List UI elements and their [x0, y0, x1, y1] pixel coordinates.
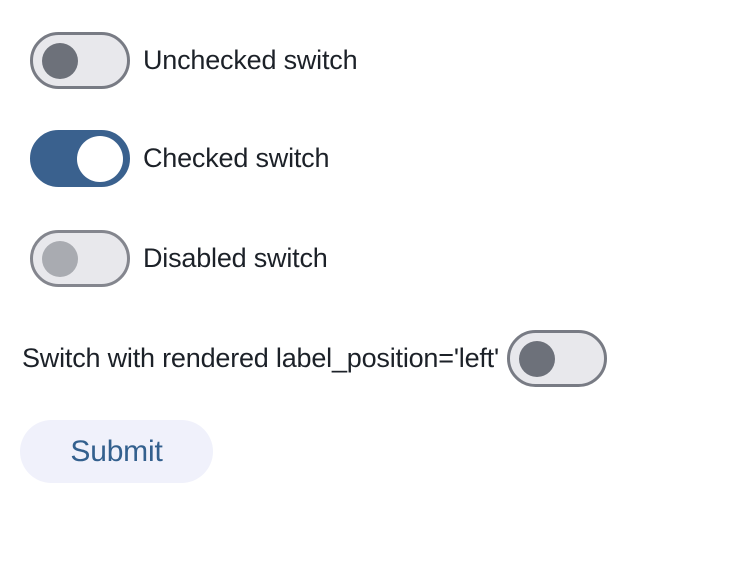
- disabled-switch-label: Disabled switch: [143, 243, 328, 274]
- switch-thumb-icon: [42, 42, 78, 79]
- checked-switch-toggle[interactable]: [30, 130, 130, 187]
- submit-row: Submit: [20, 420, 730, 483]
- label-left-switch-row: Switch with rendered label_position='lef…: [22, 330, 730, 387]
- unchecked-switch-row: Unchecked switch: [30, 32, 730, 89]
- checked-switch-label: Checked switch: [143, 143, 330, 174]
- switch-thumb-icon: [42, 240, 78, 277]
- switch-thumb-icon: [518, 340, 555, 377]
- switch-thumb-icon: [77, 135, 123, 182]
- switch-demo-page: Unchecked switch Checked switch Disabled…: [0, 32, 730, 566]
- label-left-switch-toggle[interactable]: [506, 330, 607, 387]
- unchecked-switch-toggle[interactable]: [30, 32, 130, 89]
- disabled-switch-toggle: [30, 230, 130, 287]
- checked-switch-row: Checked switch: [30, 130, 730, 187]
- unchecked-switch-label: Unchecked switch: [143, 45, 358, 76]
- disabled-switch-row: Disabled switch: [30, 230, 730, 287]
- submit-button[interactable]: Submit: [20, 420, 213, 483]
- label-left-switch-label: Switch with rendered label_position='lef…: [22, 343, 499, 374]
